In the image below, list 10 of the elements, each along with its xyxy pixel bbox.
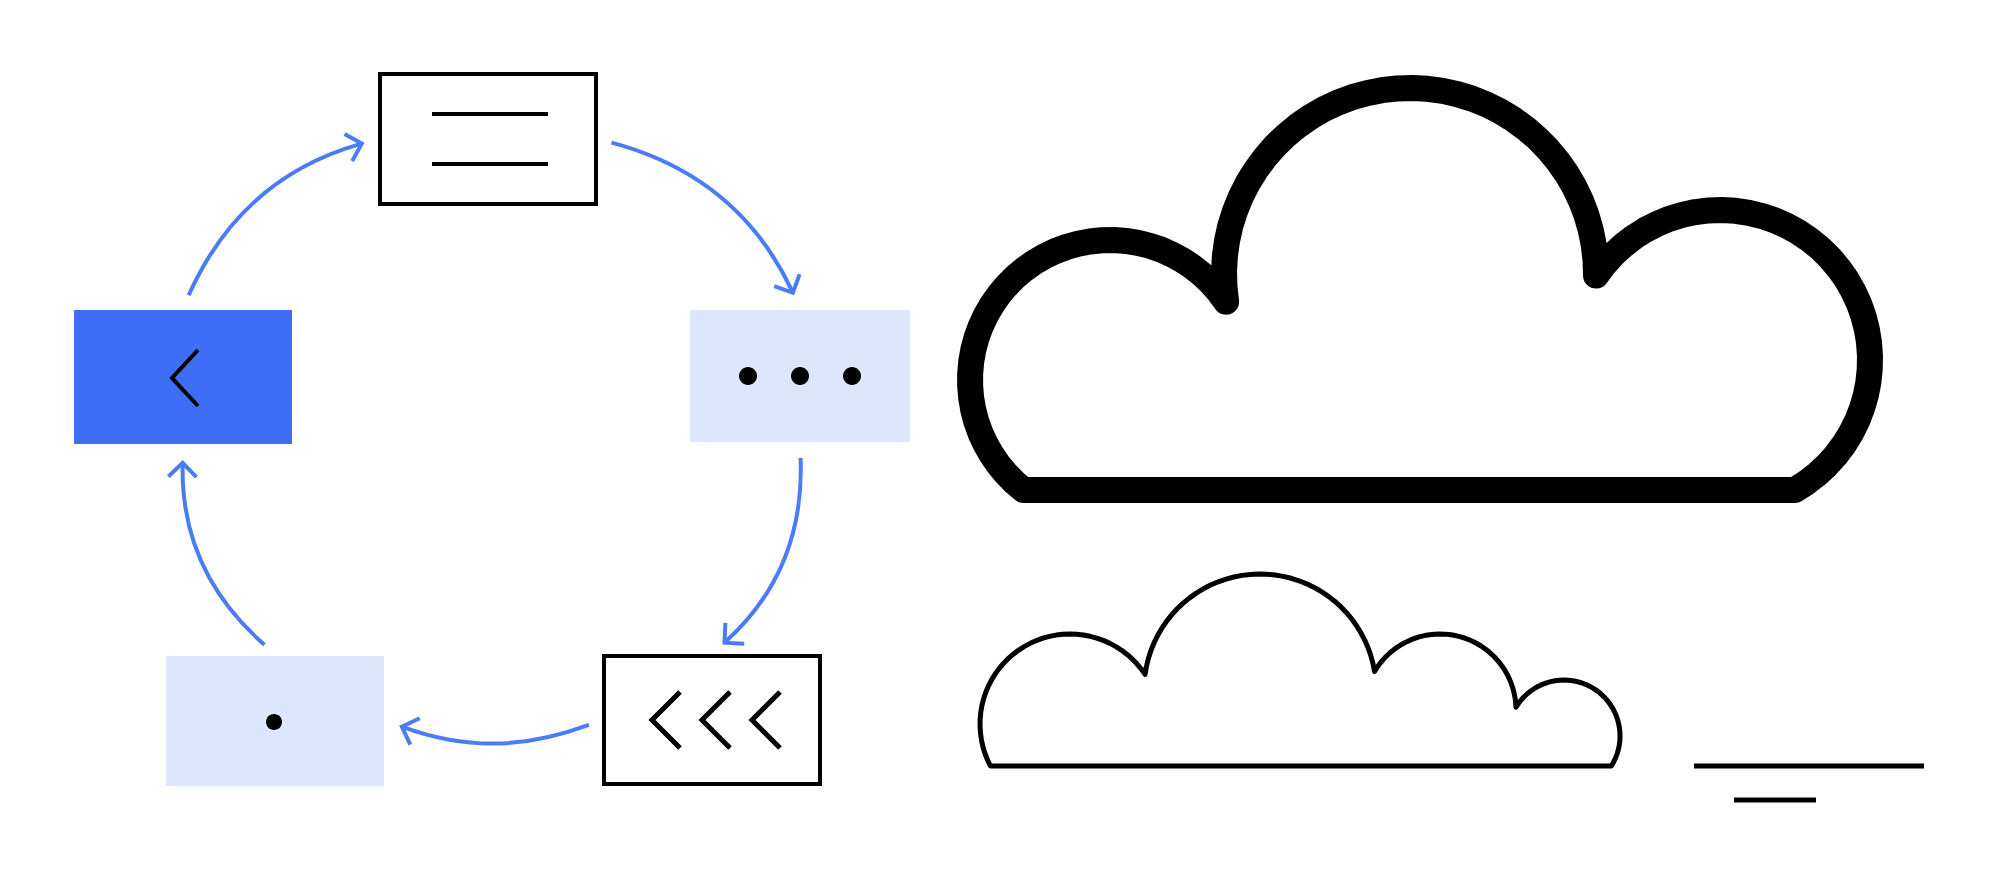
arrow (610, 140, 802, 296)
arrow (399, 716, 590, 746)
box (378, 72, 598, 206)
arrow (167, 460, 266, 647)
box (690, 310, 910, 442)
box (166, 656, 384, 786)
box (74, 310, 292, 444)
arrow (186, 132, 365, 297)
arrow (722, 457, 803, 646)
box (602, 654, 822, 786)
